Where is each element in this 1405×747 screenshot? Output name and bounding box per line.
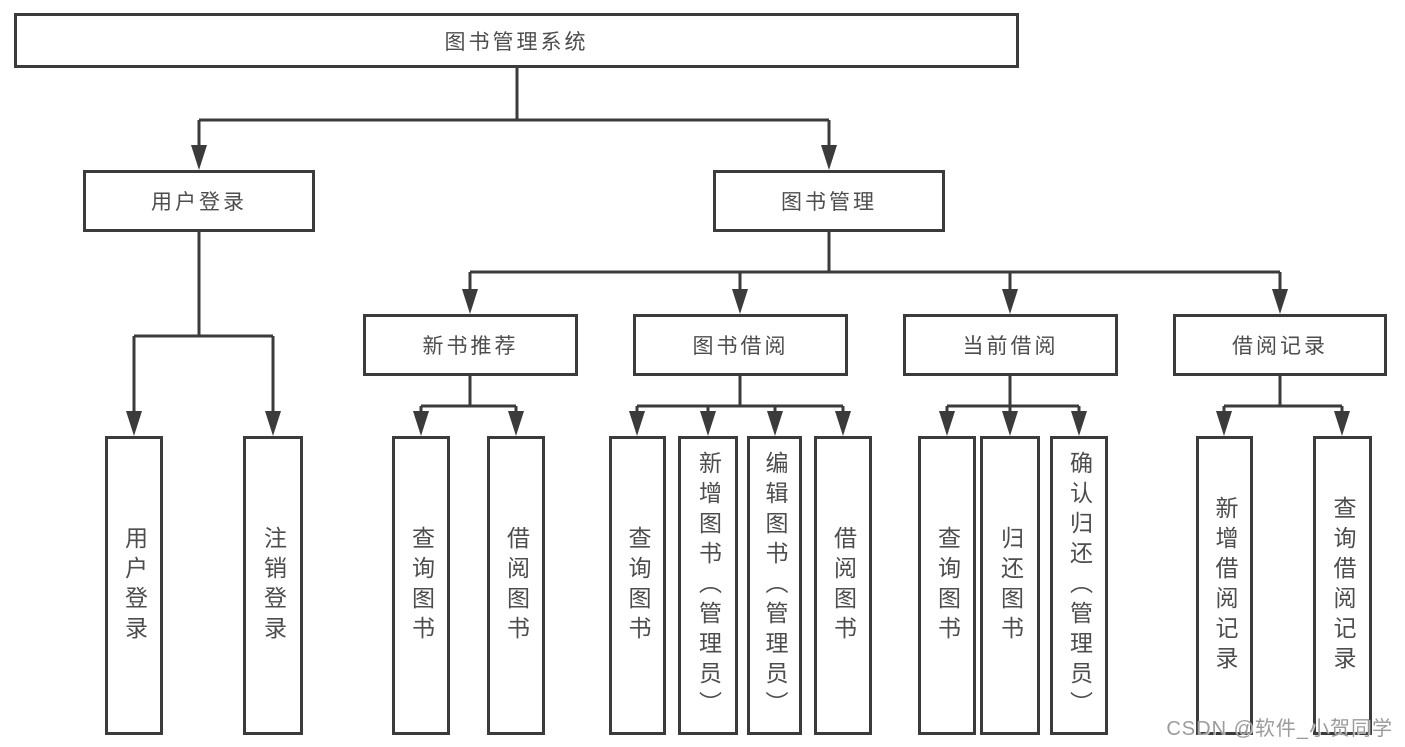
node-label-current-borrowing: 当前借阅 (962, 335, 1059, 358)
node-label-root: 图书管理系统 (444, 30, 589, 54)
node-leaf-add-borrow-record: 新增借阅记录 (1196, 436, 1253, 735)
node-label-leaf-query-books-borrow: 查询图书 (625, 525, 651, 646)
connector-user-login-children (132, 232, 275, 415)
node-leaf-query-books-current: 查询图书 (918, 436, 976, 735)
node-label-leaf-logout: 注销登录 (260, 525, 287, 646)
arrowhead-book-borrow-children (767, 411, 783, 436)
node-root: 图书管理系统 (14, 13, 1019, 68)
arrowhead-book-mgmt-children (732, 289, 748, 314)
node-leaf-user-login: 用户登录 (105, 436, 163, 735)
node-label-leaf-return-books: 归还图书 (997, 525, 1024, 646)
node-current-borrowing: 当前借阅 (903, 314, 1118, 376)
node-book-borrowing: 图书借阅 (633, 314, 848, 376)
node-leaf-add-books-admin: 新增图书（管理员） (678, 436, 738, 735)
arrowhead-root-to-level2 (821, 145, 837, 170)
arrowhead-user-login-children (265, 411, 281, 436)
node-leaf-borrow-books: 借阅图书 (814, 436, 872, 735)
node-book-management: 图书管理 (713, 170, 945, 232)
arrowhead-borrow-record-children (1334, 411, 1350, 436)
arrowhead-book-mgmt-children (462, 289, 478, 314)
node-label-user-login: 用户登录 (151, 191, 247, 214)
node-label-leaf-edit-books-admin: 编辑图书（管理员） (762, 450, 788, 721)
node-label-leaf-query-books-current: 查询图书 (934, 525, 961, 646)
node-leaf-logout: 注销登录 (243, 436, 303, 735)
connector-book-mgmt-children (468, 232, 1282, 293)
connector-book-borrow-children (635, 376, 845, 415)
node-leaf-edit-books-admin: 编辑图书（管理员） (747, 436, 802, 735)
connector-new-book-children (419, 376, 518, 415)
csdn-watermark: CSDN @软件_小贺同学 (1166, 718, 1393, 740)
arrowhead-current-borrow-children (1071, 411, 1087, 436)
node-leaf-query-books-recommend: 查询图书 (392, 436, 450, 735)
connector-borrow-record-children (1222, 376, 1344, 415)
node-label-leaf-add-borrow-record: 新增借阅记录 (1212, 495, 1238, 676)
arrowhead-book-borrow-children (700, 411, 716, 436)
arrowhead-new-book-children (413, 411, 429, 436)
node-label-leaf-borrow-books: 借阅图书 (830, 525, 857, 646)
node-user-login: 用户登录 (83, 170, 315, 232)
arrowhead-root-to-level2 (191, 145, 207, 170)
arrowhead-book-mgmt-children (1002, 289, 1018, 314)
arrowhead-new-book-children (508, 411, 524, 436)
node-label-leaf-confirm-return-admin: 确认归还（管理员） (1066, 450, 1093, 721)
node-label-book-management: 图书管理 (781, 191, 877, 214)
node-leaf-borrow-books-recommend: 借阅图书 (487, 436, 545, 735)
arrowhead-book-borrow-children (835, 411, 851, 436)
arrowhead-current-borrow-children (939, 411, 955, 436)
node-new-book-recommendation: 新书推荐 (363, 314, 578, 376)
node-label-book-borrowing: 图书借阅 (692, 335, 789, 358)
node-borrowing-records: 借阅记录 (1173, 314, 1387, 376)
connector-root-to-level2 (197, 68, 831, 149)
node-leaf-query-borrow-record: 查询借阅记录 (1313, 436, 1372, 735)
arrowhead-book-borrow-children (629, 411, 645, 436)
arrowhead-borrow-record-children (1216, 411, 1232, 436)
node-label-leaf-query-books-recommend: 查询图书 (408, 525, 435, 646)
node-label-leaf-user-login: 用户登录 (121, 525, 148, 646)
node-label-borrowing-records: 借阅记录 (1232, 335, 1328, 358)
node-label-new-book-recommendation: 新书推荐 (422, 335, 519, 358)
node-leaf-return-books: 归还图书 (980, 436, 1040, 735)
arrowhead-book-mgmt-children (1272, 289, 1288, 314)
node-label-leaf-query-borrow-record: 查询借阅记录 (1330, 495, 1356, 676)
arrowhead-current-borrow-children (1002, 411, 1018, 436)
node-label-leaf-add-books-admin: 新增图书（管理员） (695, 450, 722, 721)
node-label-leaf-borrow-books-recommend: 借阅图书 (503, 525, 530, 646)
connector-current-borrow-children (945, 376, 1081, 415)
node-leaf-confirm-return-admin: 确认归还（管理员） (1050, 436, 1108, 735)
arrowhead-user-login-children (126, 411, 142, 436)
node-leaf-query-books-borrow: 查询图书 (609, 436, 666, 735)
